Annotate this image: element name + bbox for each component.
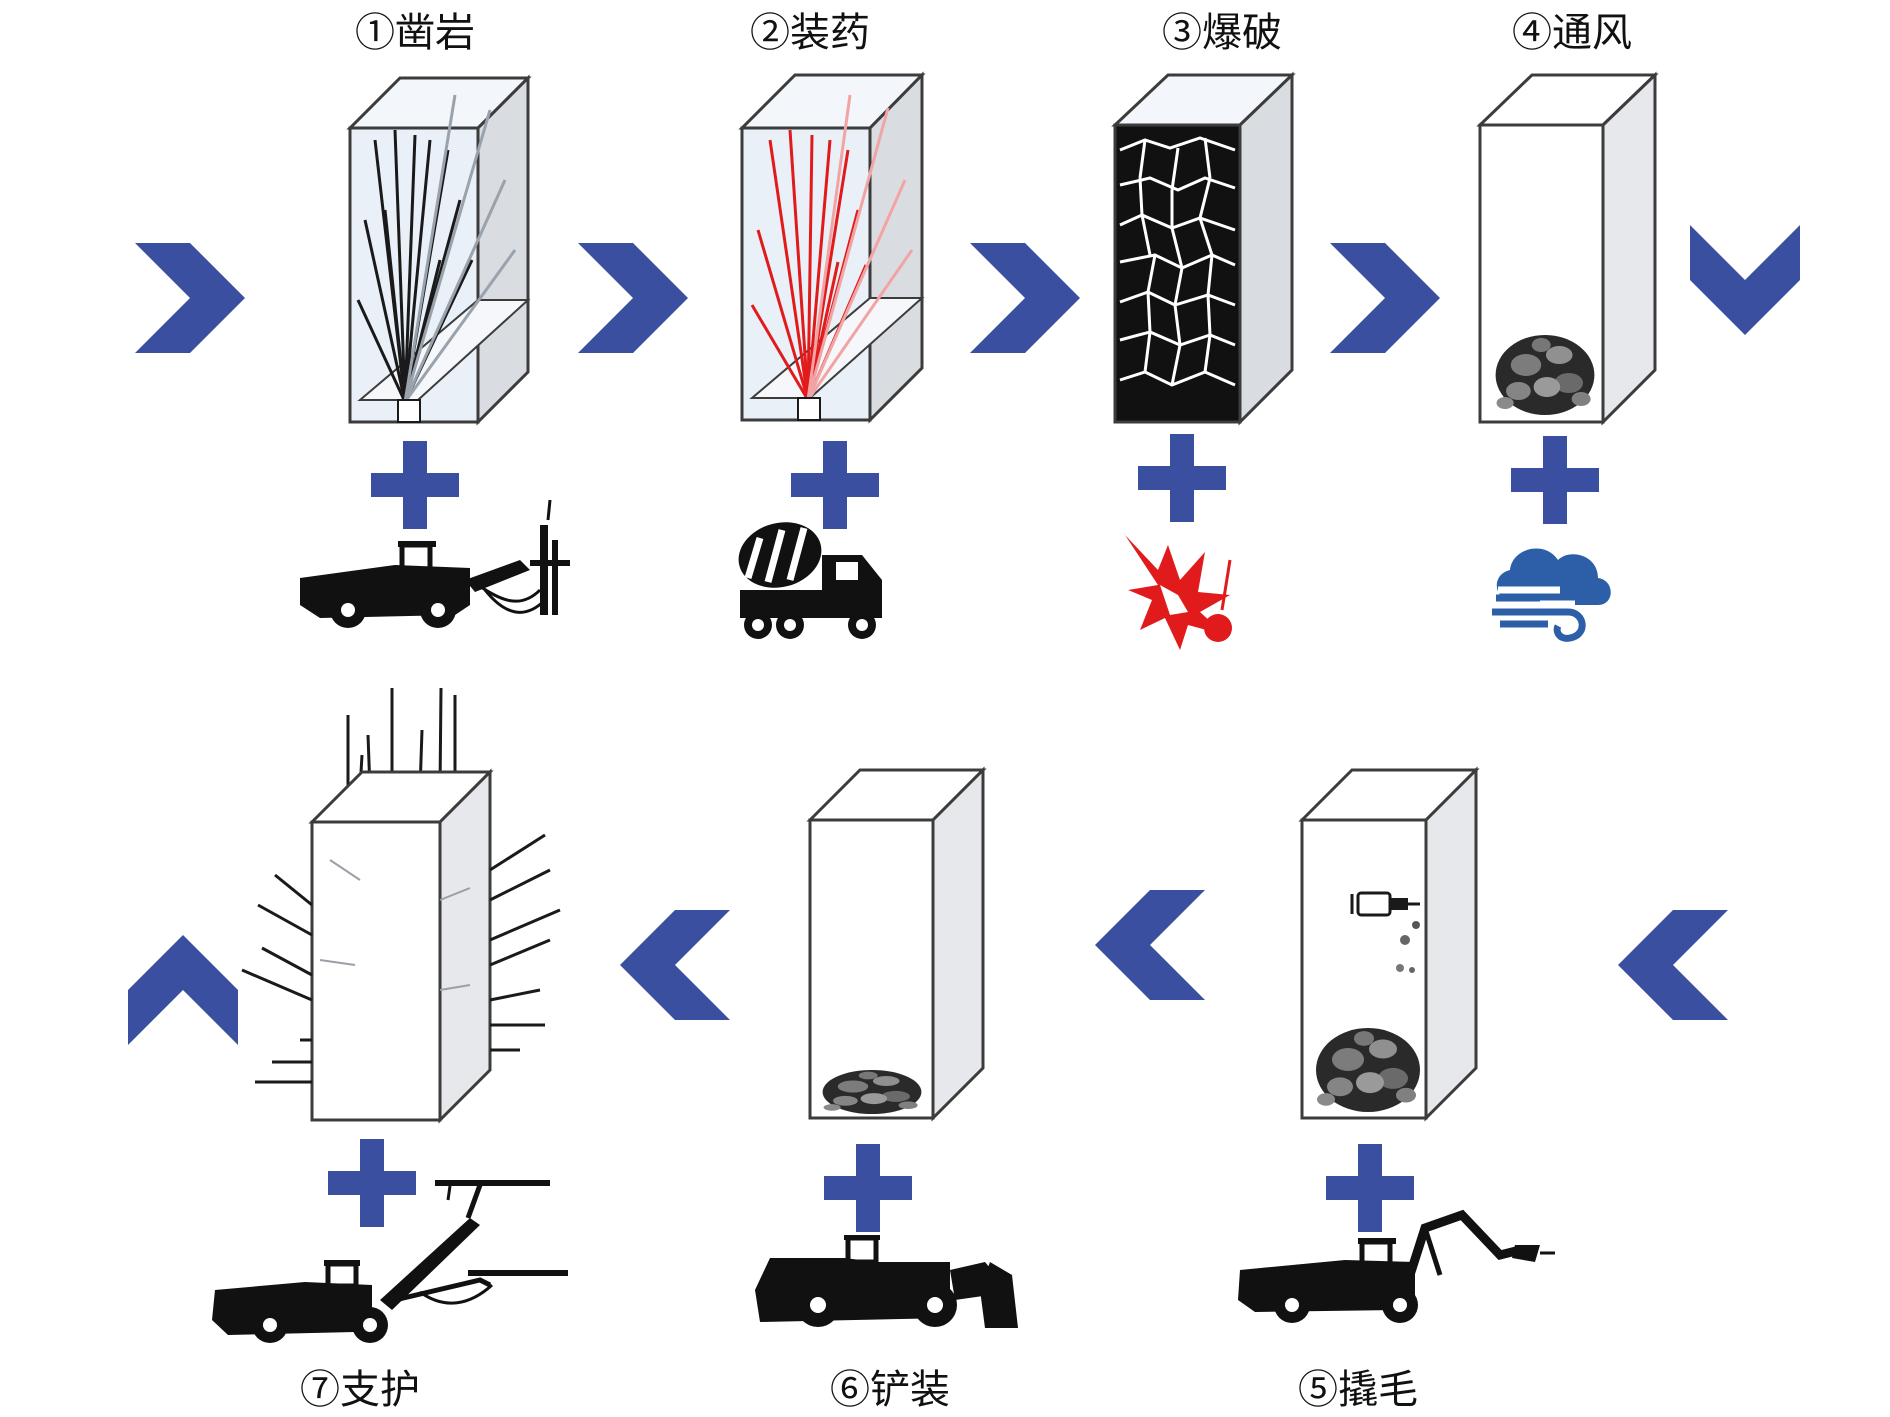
flow-arrow-entry [135, 243, 245, 353]
plus-icon [1138, 434, 1226, 522]
flow-arrow-1-2 [578, 243, 688, 353]
block-ventilation [1476, 71, 1659, 426]
plus-icon [791, 441, 879, 529]
block-support [241, 687, 561, 1124]
charging-truck-icon [738, 522, 882, 639]
block-charging [738, 71, 926, 424]
flow-arrow-6-7 [620, 910, 730, 1020]
block-loading [806, 766, 987, 1122]
breaker-hammer-icon [1350, 891, 1420, 973]
bolting-rig-icon [212, 1180, 568, 1343]
block-drilling [346, 74, 532, 426]
plus-icon [824, 1144, 912, 1232]
loader-icon [755, 1235, 1018, 1328]
step-label-5: ⑤撬毛 [1298, 1367, 1418, 1413]
block-scaling [1298, 766, 1480, 1122]
step-label-1: ①凿岩 [355, 10, 475, 56]
flow-arrow-down [1690, 225, 1800, 335]
block-blasting [1111, 71, 1296, 426]
flow-arrow-2-3 [970, 243, 1080, 353]
plus-icon [328, 1139, 416, 1227]
step-label-3: ③爆破 [1162, 10, 1282, 56]
step-label-7: ⑦支护 [300, 1367, 420, 1413]
drilling-jumbo-icon [300, 499, 570, 628]
plus-icon [1511, 436, 1599, 524]
plus-icon [1326, 1144, 1414, 1232]
step-label-6: ⑥铲装 [830, 1367, 950, 1413]
flow-arrow-4-5 [1618, 910, 1728, 1020]
scaling-machine-icon [1238, 1209, 1555, 1323]
explosion-icon [1125, 535, 1232, 650]
flow-arrow-up [128, 935, 238, 1045]
step-label-2: ②装药 [750, 10, 870, 56]
flow-arrow-3-4 [1330, 243, 1440, 353]
ventilation-icon [1492, 548, 1611, 642]
flow-arrow-5-6 [1095, 890, 1205, 1000]
plus-icon [371, 441, 459, 529]
step-label-4: ④通风 [1512, 10, 1632, 56]
